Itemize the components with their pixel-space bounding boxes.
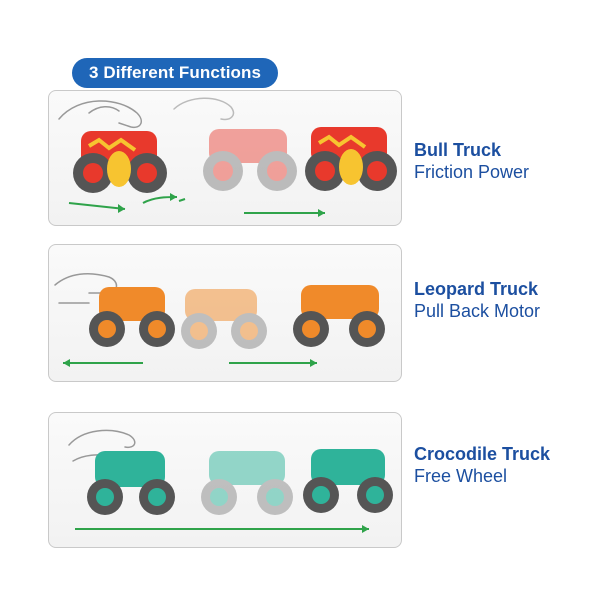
bull-truck-illustration xyxy=(58,97,397,217)
crocodile-truck-label: Crocodile Truck Free Wheel xyxy=(414,443,550,487)
crocodile-truck-icon xyxy=(87,451,175,515)
truck-function: Friction Power xyxy=(414,162,530,182)
crocodile-truck-panel xyxy=(48,412,402,548)
leopard-truck-icon xyxy=(89,287,175,347)
crocodile-truck-icon xyxy=(303,449,393,513)
bull-truck-label: Bull Truck Friction Power xyxy=(414,139,529,183)
arrow-right-icon xyxy=(75,525,369,533)
leopard-truck-icon xyxy=(181,289,267,349)
truck-name: Bull Truck xyxy=(414,140,502,160)
arrow-right-icon xyxy=(229,359,317,367)
functions-title-badge: 3 Different Functions xyxy=(72,58,278,88)
leopard-truck-panel xyxy=(48,244,402,382)
arrow-right-icon xyxy=(68,193,325,217)
truck-function: Pull Back Motor xyxy=(414,301,541,321)
arrow-left-icon xyxy=(63,359,143,367)
leopard-truck-illustration xyxy=(54,272,385,367)
leopard-truck-label: Leopard Truck Pull Back Motor xyxy=(414,278,540,322)
truck-name: Crocodile Truck xyxy=(414,444,551,464)
leopard-truck-icon xyxy=(293,285,385,347)
truck-name: Leopard Truck xyxy=(414,279,539,299)
crocodile-truck-illustration xyxy=(68,429,393,533)
hand-icon xyxy=(58,100,142,129)
bull-truck-panel xyxy=(48,90,402,226)
bull-truck-icon xyxy=(305,127,397,191)
functions-title: 3 Different Functions xyxy=(88,63,262,82)
hand-icon xyxy=(173,97,235,121)
bull-truck-icon xyxy=(203,129,297,191)
truck-function: Free Wheel xyxy=(414,466,508,486)
bull-truck-icon xyxy=(73,131,167,193)
crocodile-truck-icon xyxy=(201,451,293,515)
